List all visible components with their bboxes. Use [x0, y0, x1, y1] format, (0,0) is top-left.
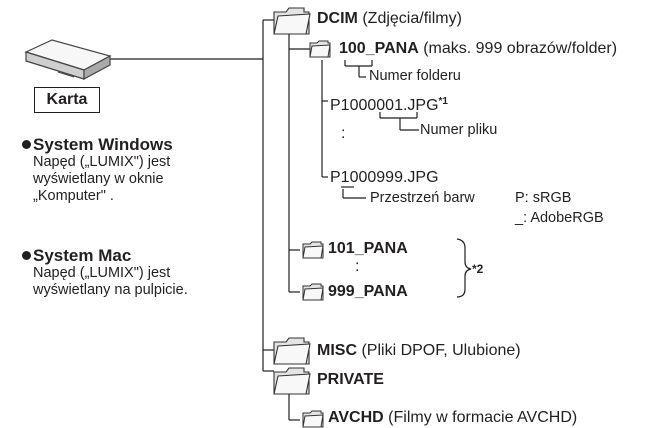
- windows-section: System Windows Napęd („LUMIX") jest wyśw…: [22, 135, 173, 205]
- ellipsis-colon: :: [341, 125, 346, 142]
- mac-desc-line: Napęd („LUMIX") jest: [33, 265, 171, 281]
- mac-section: System Mac Napęd („LUMIX") jest wyświetl…: [22, 246, 188, 299]
- mac-desc-line: wyświetlany na pulpicie.: [33, 282, 188, 298]
- windows-desc-line: Napęd („LUMIX") jest: [33, 154, 171, 170]
- folder-icon: [273, 367, 311, 395]
- avchd-folder-label: AVCHD (Filmy w formacie AVCHD): [328, 409, 578, 426]
- card-label-box: Karta: [34, 87, 100, 113]
- folder-number-label: Numer folderu: [369, 68, 461, 84]
- mac-title: System Mac: [22, 246, 188, 265]
- card-drive-icon: [24, 39, 112, 80]
- card-label: Karta: [46, 91, 88, 108]
- brace-footnote-mark: *2: [472, 262, 484, 276]
- file-last-label: P1000999.JPG: [330, 169, 439, 186]
- windows-desc-line: wyświetlany w oknie: [33, 171, 164, 187]
- bullet-icon: [22, 140, 31, 149]
- file-first-label: P1000001.JPG*1: [330, 96, 448, 114]
- folder-icon: [273, 7, 311, 35]
- misc-folder-label: MISC (Pliki DPOF, Ulubione): [317, 342, 521, 359]
- color-space-label: Przestrzeń barw: [370, 190, 475, 206]
- adobergb-label: _: AdobeRGB: [515, 210, 604, 226]
- bullet-icon: [22, 251, 31, 260]
- private-folder-label: PRIVATE: [317, 371, 384, 388]
- windows-title: System Windows: [22, 135, 173, 154]
- srgb-label: P: sRGB: [515, 190, 572, 206]
- windows-desc-line: „Komputer" .: [33, 188, 114, 204]
- folder-icon: [309, 40, 331, 58]
- folder-icon: [302, 241, 324, 259]
- pana999-folder-label: 999_PANA: [328, 283, 408, 300]
- file-number-label: Numer pliku: [420, 122, 498, 138]
- dcim-folder-label: DCIM (Zdjęcia/filmy): [317, 10, 462, 27]
- folder-icon: [273, 337, 311, 365]
- pana101-folder-label: 101_PANA: [328, 240, 408, 257]
- folder-icon: [302, 283, 324, 301]
- ellipsis-colon: :: [355, 258, 360, 275]
- folder-icon: [302, 410, 324, 428]
- pana100-folder-label: 100_PANA (maks. 999 obrazów/folder): [339, 40, 618, 57]
